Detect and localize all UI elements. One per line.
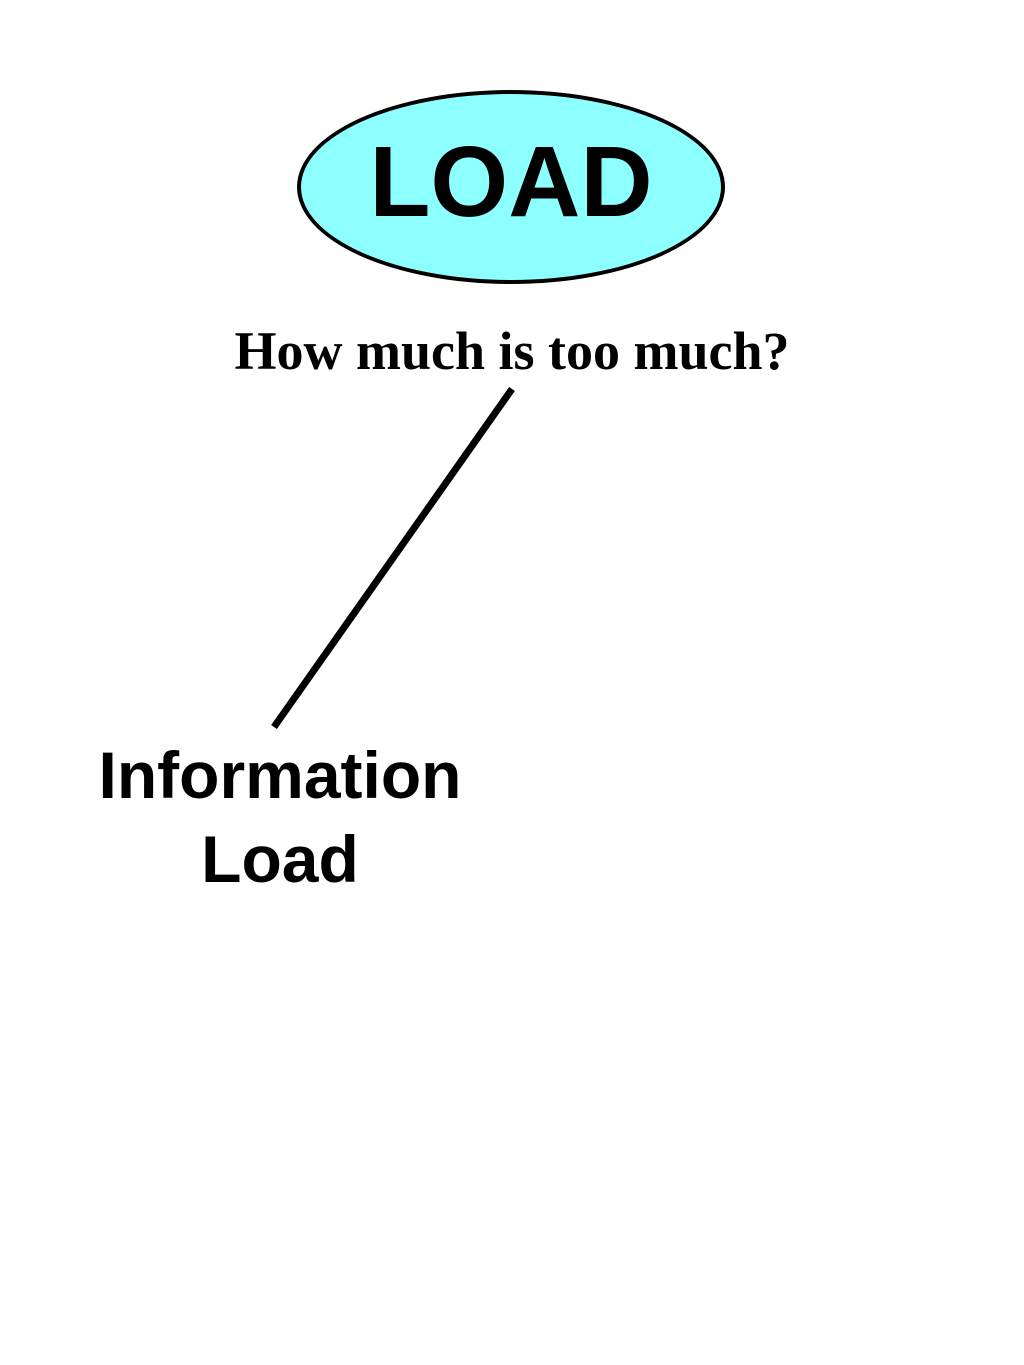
question-text: How much is too much? bbox=[234, 321, 790, 381]
load-label: LOAD bbox=[369, 126, 653, 238]
information-load-line1: Information bbox=[98, 738, 462, 812]
information-load-line2: Load bbox=[201, 822, 359, 896]
load-node: LOAD bbox=[297, 90, 725, 284]
branch-connector bbox=[271, 386, 515, 730]
information-load-node: Information Load bbox=[60, 733, 500, 901]
